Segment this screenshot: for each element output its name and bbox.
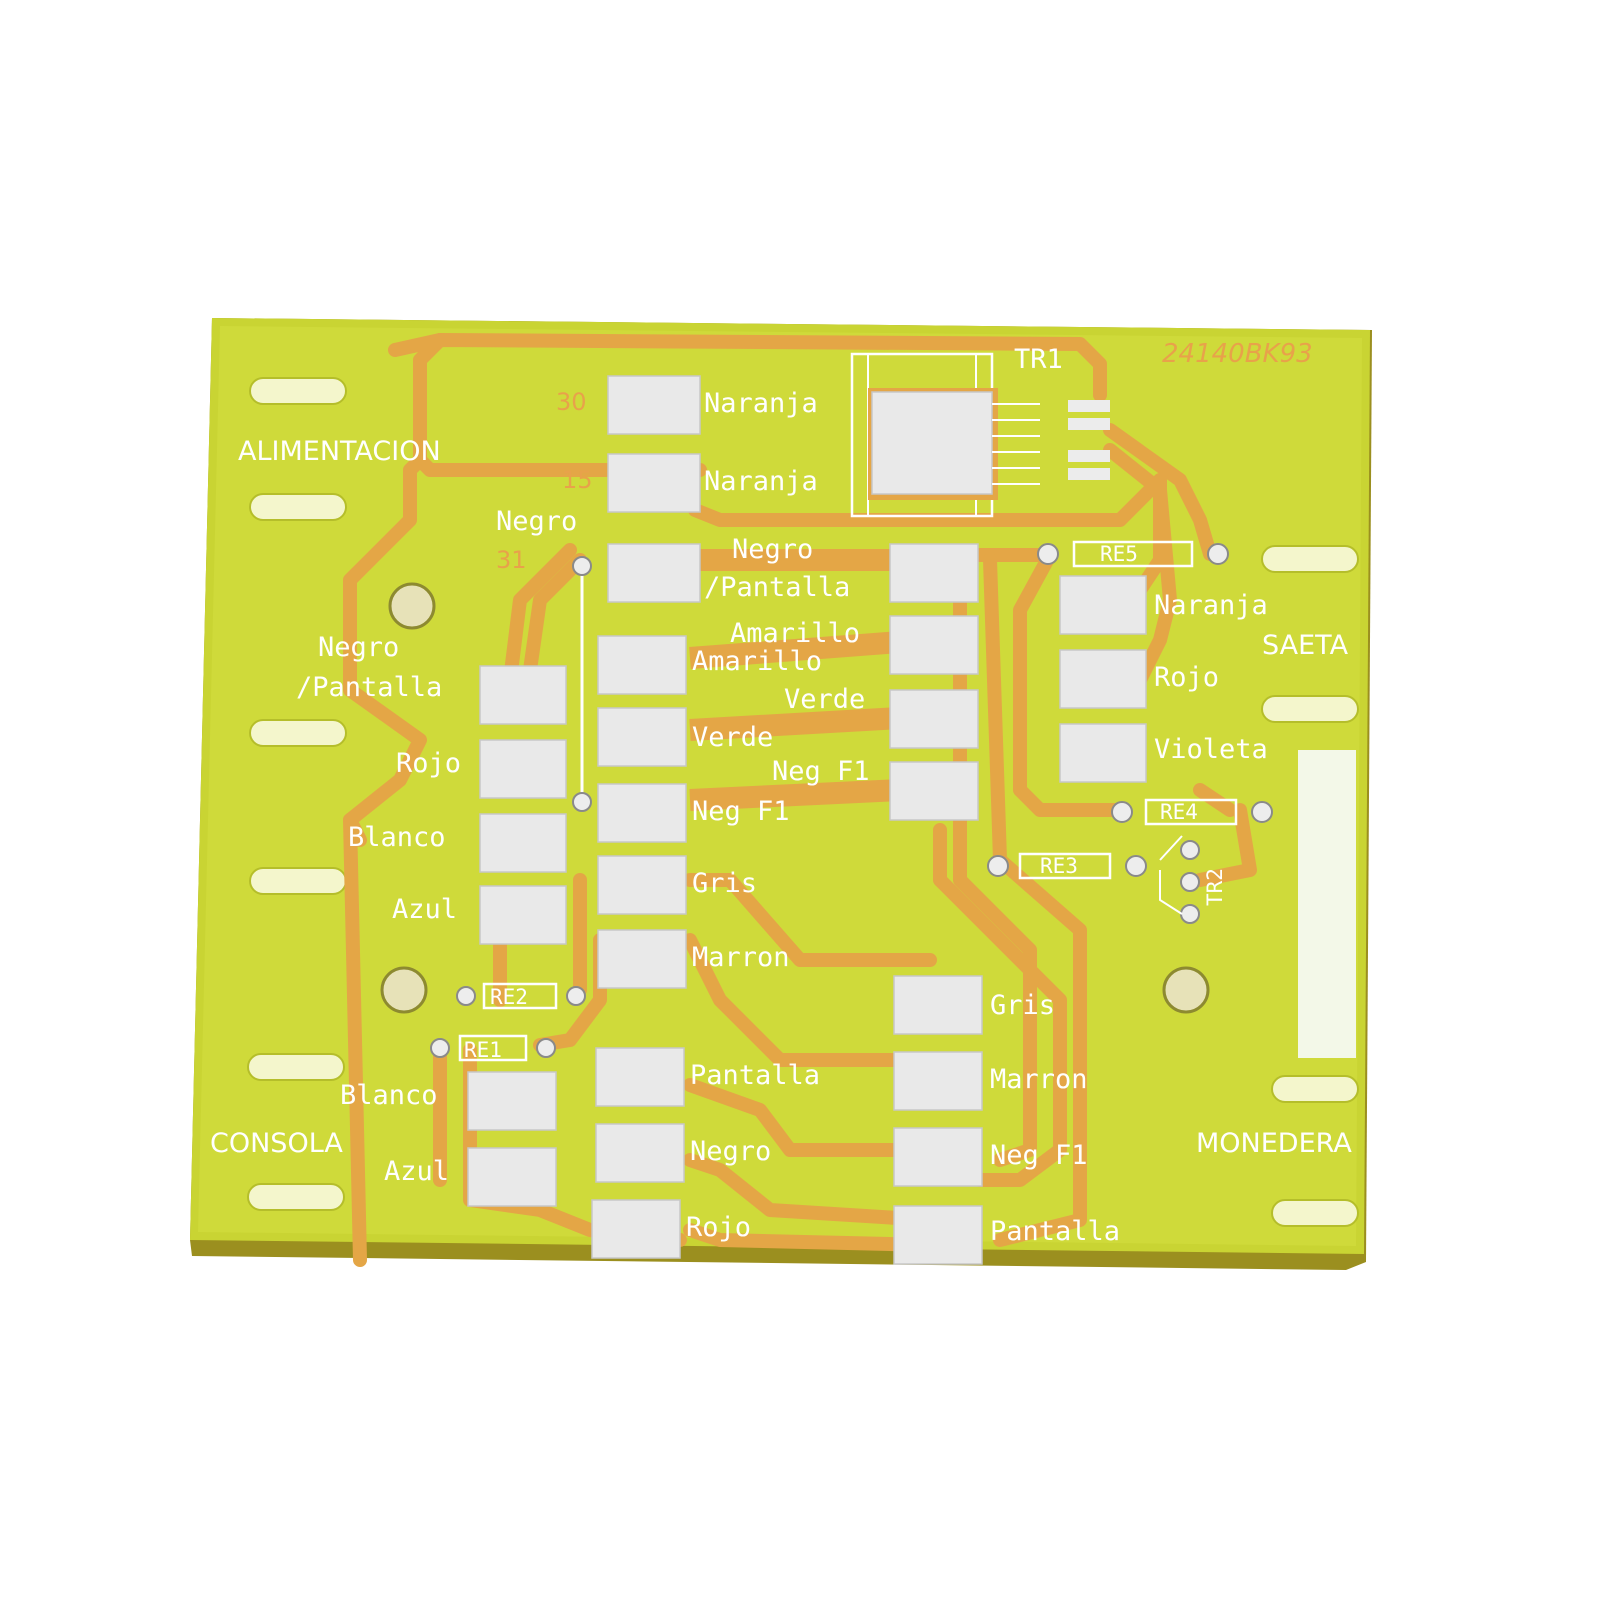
label-violeta-saeta: Violeta [1154,734,1268,765]
label-pantalla-mid: Pantalla [690,1060,820,1091]
label-negf1-right: Neg F1 [772,756,870,787]
board-code: 24140BK93 [1162,339,1313,369]
left-mounting-slots [247,377,347,1211]
label-negro-mid: Negro [690,1136,771,1167]
component-re3: RE3 [1040,854,1078,878]
label-marron-right: Marron [990,1064,1088,1095]
label-rojo-saeta: Rojo [1154,662,1219,693]
right-mounting-slots [1261,545,1359,1227]
mounting-holes [380,582,1210,1014]
label-negro-pantalla-center-1: Negro [732,534,813,565]
component-re2: RE2 [490,985,528,1009]
pin-15: 15 [562,466,593,494]
label-azul-bottom: Azul [384,1156,449,1187]
silkscreen-text: 24140BK93 ALIMENTACION CONSOLA SAETA MON… [210,339,1352,1247]
label-blanco-left: Blanco [348,822,446,853]
label-negro-pantalla-left-2: /Pantalla [296,672,442,703]
label-negro-31: Negro [496,506,577,537]
section-power: ALIMENTACION [238,436,441,467]
label-amarillo-left: Amarillo [692,646,822,677]
label-marron-mid: Marron [692,942,790,973]
component-re4: RE4 [1160,800,1198,824]
section-console: CONSOLA [210,1128,343,1159]
label-negf1-left: Neg F1 [692,796,790,827]
section-coin: MONEDERA [1196,1128,1352,1159]
component-re1: RE1 [464,1038,502,1062]
label-area [1298,750,1356,1058]
label-amarillo-right: Amarillo [730,618,860,649]
label-naranja-saeta: Naranja [1154,590,1268,621]
label-pantalla-bottom-right: Pantalla [990,1216,1120,1247]
label-rojo-mid: Rojo [686,1212,751,1243]
pin-31: 31 [496,546,527,574]
label-verde-right: Verde [784,684,865,715]
label-naranja-15: Naranja [704,466,818,497]
solder-pads [467,375,1147,1265]
label-gris-mid: Gris [692,868,757,899]
label-verde-left: Verde [692,722,773,753]
label-negf1-bottom-right: Neg F1 [990,1140,1088,1171]
label-naranja-30: Naranja [704,388,818,419]
component-re5: RE5 [1100,542,1138,566]
resistor-footprints [430,540,1273,1062]
label-negro-pantalla-center-2: /Pantalla [704,572,850,603]
component-tr1: TR1 [1014,344,1063,375]
pin-30: 30 [556,388,587,416]
label-gris-right: Gris [990,990,1055,1021]
section-saeta: SAETA [1262,630,1349,661]
tr1-footprint [850,352,1110,518]
label-rojo-left: Rojo [396,748,461,779]
label-blanco-bottom: Blanco [340,1080,438,1111]
label-negro-pantalla-left-1: Negro [318,632,399,663]
label-azul-left: Azul [392,894,457,925]
component-tr2: TR2 [1203,868,1227,906]
